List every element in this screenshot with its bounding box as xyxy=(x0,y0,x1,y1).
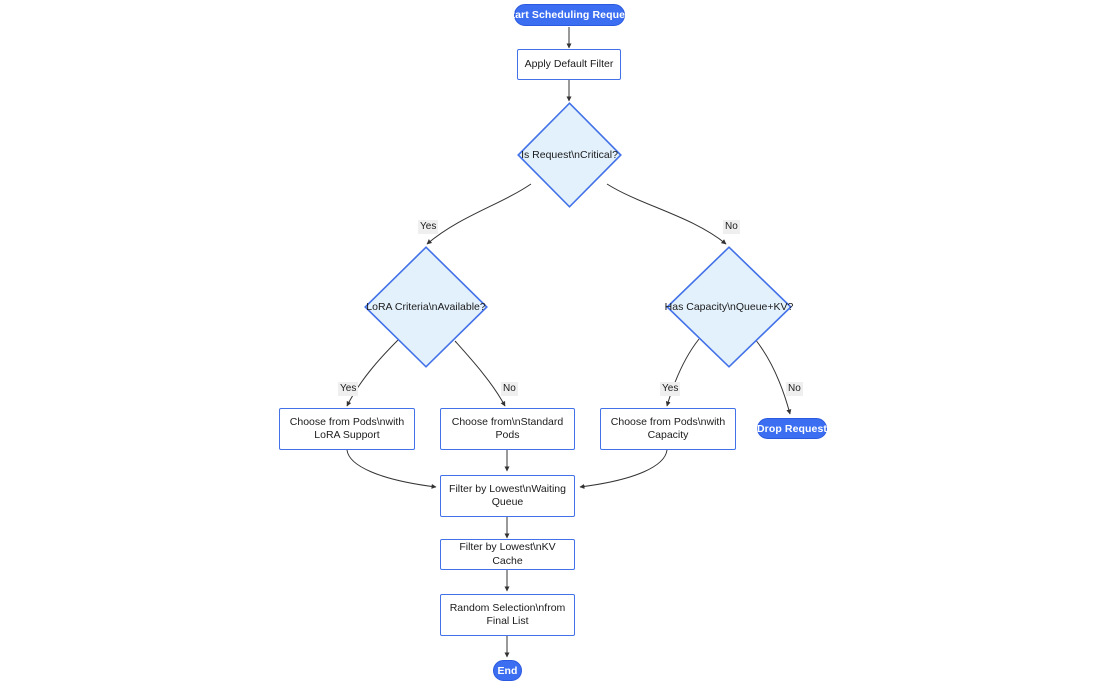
node-lora-criteria-available-label: LoRA Criteria\nAvailable? xyxy=(366,300,486,313)
edge-label-is-critical-no: No xyxy=(723,220,740,234)
edge-is-critical-to-lora-criteria xyxy=(426,183,532,245)
node-choose-pods-with-capacity-line1: Choose from Pods\nwith xyxy=(610,415,726,428)
node-start[interactable]: Start Scheduling Request xyxy=(504,4,634,26)
node-random-selection-final-list-line1: Random Selection\nfrom xyxy=(449,601,566,614)
edge-label-capacity-yes: Yes xyxy=(660,382,681,396)
node-choose-standard-pods-line1: Choose from\nStandard xyxy=(451,415,564,428)
diamond-shape-icon xyxy=(364,246,488,368)
node-choose-pods-with-capacity-line2: Capacity xyxy=(647,429,689,441)
node-end[interactable]: End xyxy=(493,660,522,681)
node-choose-standard-pods[interactable]: Choose from\nStandard Pods xyxy=(440,408,575,450)
node-apply-default-filter-label: Apply Default Filter xyxy=(524,57,614,70)
edge-label-capacity-no: No xyxy=(786,382,803,396)
node-has-capacity-queue-kv-label: Has Capacity\nQueue+KV? xyxy=(664,300,794,313)
node-random-selection-final-list-line2: Final List xyxy=(486,615,529,627)
edge-pods-lora-to-filter-queue xyxy=(346,449,437,489)
node-choose-pods-lora-support-line1: Choose from Pods\nwith xyxy=(289,415,405,428)
node-choose-pods-lora-support-line2: LoRA Support xyxy=(314,429,380,441)
node-end-label: End xyxy=(497,664,518,677)
node-drop-request-label: Drop Request xyxy=(756,422,828,435)
node-choose-standard-pods-line2: Pods xyxy=(495,429,520,441)
node-drop-request[interactable]: Drop Request xyxy=(757,418,827,439)
node-start-label: Start Scheduling Request xyxy=(504,9,635,21)
node-apply-default-filter[interactable]: Apply Default Filter xyxy=(517,49,621,80)
node-filter-lowest-waiting-queue[interactable]: Filter by Lowest\nWaiting Queue xyxy=(440,475,575,517)
node-filter-lowest-kv-cache[interactable]: Filter by Lowest\nKV Cache xyxy=(440,539,575,570)
node-choose-pods-with-capacity[interactable]: Choose from Pods\nwith Capacity xyxy=(600,408,736,450)
node-filter-lowest-kv-cache-label: Filter by Lowest\nKV Cache xyxy=(459,541,556,567)
node-has-capacity-queue-kv[interactable]: Has Capacity\nQueue+KV? xyxy=(664,246,794,368)
edge-label-lora-no: No xyxy=(501,382,518,396)
edge-label-lora-yes: Yes xyxy=(338,382,359,396)
node-is-request-critical-label: Is Request\nCritical? xyxy=(521,148,618,161)
node-choose-pods-lora-support[interactable]: Choose from Pods\nwith LoRA Support xyxy=(279,408,415,450)
node-is-request-critical[interactable]: Is Request\nCritical? xyxy=(517,102,622,208)
node-random-selection-final-list[interactable]: Random Selection\nfrom Final List xyxy=(440,594,575,636)
edge-label-is-critical-yes: Yes xyxy=(418,220,439,234)
node-filter-lowest-waiting-queue-line1: Filter by Lowest\nWaiting xyxy=(449,482,566,495)
edge-pods-capacity-to-filter-queue xyxy=(579,449,668,489)
node-filter-lowest-waiting-queue-line2: Queue xyxy=(491,496,524,508)
diamond-shape-icon xyxy=(517,102,622,208)
edge-is-critical-to-has-capacity xyxy=(606,183,727,245)
diamond-shape-icon xyxy=(666,246,792,368)
node-lora-criteria-available[interactable]: LoRA Criteria\nAvailable? xyxy=(364,246,488,368)
